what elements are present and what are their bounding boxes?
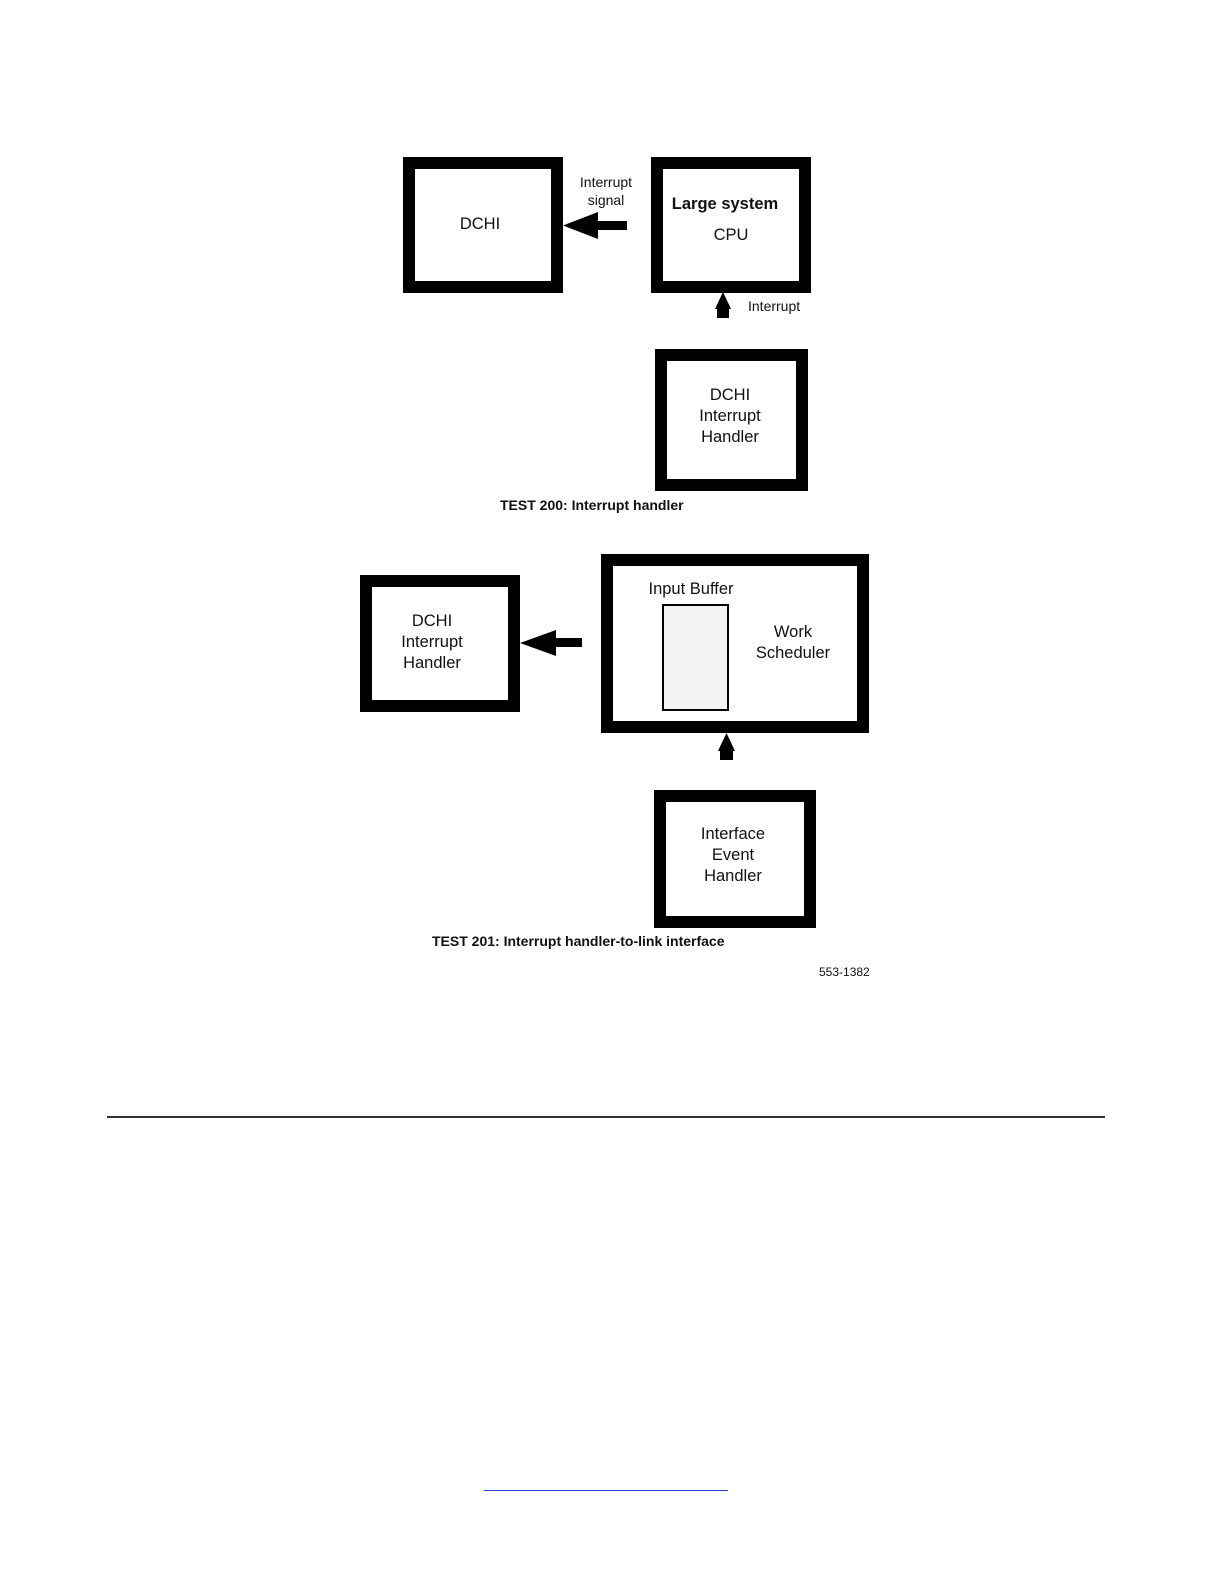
test-201-caption: TEST 201: Interrupt handler-to-link inte…: [432, 933, 725, 949]
event-to-scheduler-arrow: [718, 733, 735, 760]
large-system-label: Large system: [665, 194, 785, 215]
scheduler-to-handler-arrow: [520, 630, 582, 656]
interrupt-arrow: [715, 292, 731, 318]
horizontal-rule: [107, 1116, 1105, 1118]
dchi-interrupt-handler-label: DCHI Interrupt Handler: [684, 385, 776, 448]
footer-link[interactable]: [484, 1490, 728, 1491]
dchi-interrupt-handler-label-2: DCHI Interrupt Handler: [386, 611, 478, 674]
work-scheduler-label: Work Scheduler: [748, 622, 838, 664]
dchi-label: DCHI: [443, 214, 517, 235]
interface-event-handler-label: Interface Event Handler: [687, 824, 779, 887]
input-buffer-label: Input Buffer: [640, 579, 742, 600]
test-200-caption: TEST 200: Interrupt handler: [500, 497, 684, 513]
interrupt-label: Interrupt: [748, 297, 810, 315]
cpu-label: CPU: [701, 225, 761, 246]
input-buffer: [662, 604, 729, 711]
figure-id: 553-1382: [819, 965, 870, 979]
interrupt-signal-label: Interrupt signal: [570, 173, 642, 209]
interrupt-signal-arrow: [563, 212, 627, 239]
